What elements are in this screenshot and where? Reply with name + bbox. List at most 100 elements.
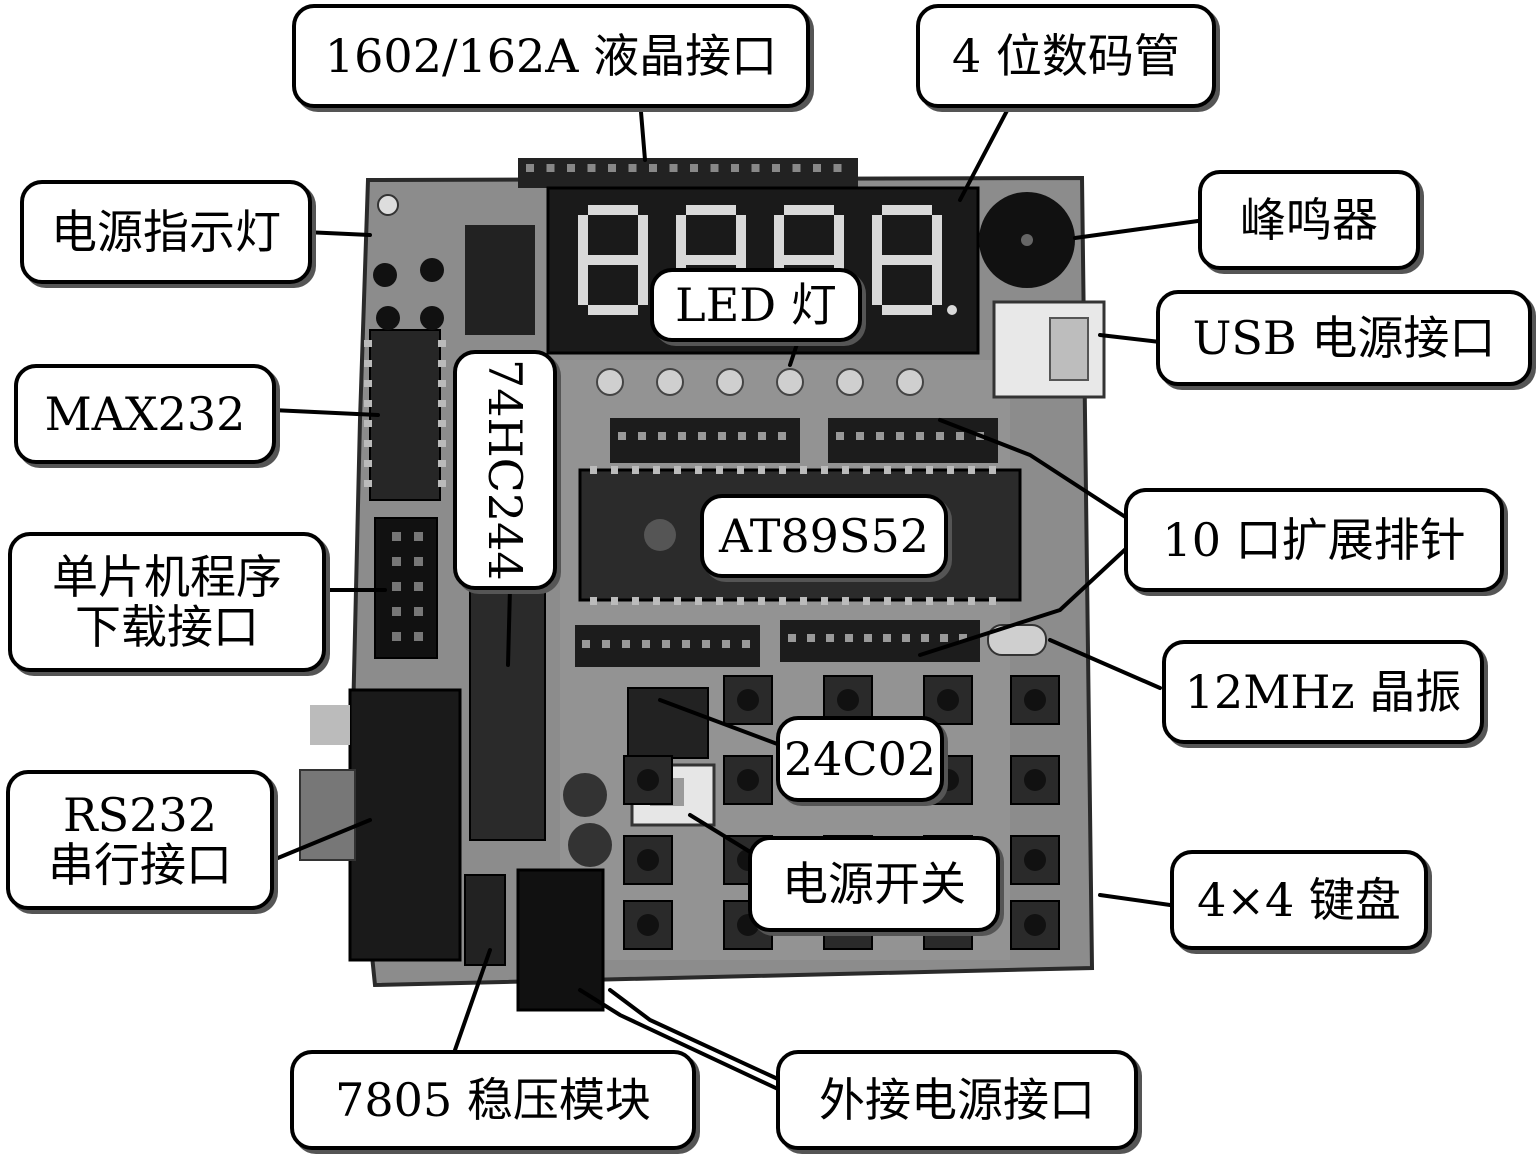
header-pin <box>698 432 706 440</box>
mcu-pin <box>716 466 723 474</box>
mcu-pin <box>653 597 660 605</box>
lcd-pin <box>751 164 760 172</box>
header-pin <box>738 432 746 440</box>
mcu-pin <box>653 466 660 474</box>
cap-1 <box>563 773 607 817</box>
mcu-pin <box>737 597 744 605</box>
header-pin <box>414 632 423 641</box>
header-pin <box>658 432 666 440</box>
ic-pin <box>364 360 372 367</box>
keypad-button <box>1010 675 1060 725</box>
ic-pin <box>364 480 372 487</box>
label-rs232-line1: RS232 <box>63 788 217 842</box>
ic-pin <box>364 380 372 387</box>
header-pin <box>622 640 630 648</box>
header-pin <box>921 634 929 642</box>
mcu-pin <box>968 466 975 474</box>
header-pin <box>959 634 967 642</box>
label-usb-power: USB 电源接口 <box>1156 290 1532 386</box>
lcd-pin <box>690 164 698 172</box>
mcu-pin <box>716 597 723 605</box>
lcd-pin <box>649 164 657 172</box>
mcu-pin <box>968 597 975 605</box>
mcu-pin <box>926 597 933 605</box>
mcu-pin <box>821 466 828 474</box>
header-pin <box>618 432 626 440</box>
mcu-pin <box>842 597 849 605</box>
label-expansion-header: 10 口扩展排针 <box>1124 488 1504 592</box>
mcu-pin <box>695 466 702 474</box>
mcu-pin <box>926 466 933 474</box>
header-pin <box>702 640 710 648</box>
ic-pin <box>364 440 372 447</box>
ic-pin <box>364 420 372 427</box>
lcd-pin <box>628 164 637 172</box>
ic-pin <box>438 380 446 387</box>
mcu-pin <box>989 597 996 605</box>
header-pin <box>414 607 423 616</box>
mcu-pin <box>632 597 639 605</box>
keypad-button <box>1010 835 1060 885</box>
label-max232: MAX232 <box>14 364 276 464</box>
header-pin <box>836 432 844 440</box>
lcd-pin <box>833 164 842 172</box>
lcd-pin <box>526 164 534 172</box>
header-pin <box>392 632 401 641</box>
download-header <box>374 517 438 659</box>
label-external-power: 外接电源接口 <box>776 1050 1138 1150</box>
keypad-button <box>623 900 673 950</box>
header-pin <box>392 532 401 541</box>
header-pin <box>414 557 423 566</box>
label-download-port: 单片机程序 下载接口 <box>8 532 326 672</box>
label-regulator: 7805 稳压模块 <box>290 1050 696 1150</box>
header-pin <box>392 607 401 616</box>
header-pin <box>864 634 872 642</box>
keypad-button <box>1010 900 1060 950</box>
label-led: LED 灯 <box>650 268 862 342</box>
ic-pin <box>438 460 446 467</box>
header-pin <box>940 634 948 642</box>
label-download-port-line2: 下载接口 <box>75 600 259 654</box>
mcu-pin <box>590 597 597 605</box>
label-rs232: RS232 串行接口 <box>6 770 274 910</box>
header-pin <box>902 634 910 642</box>
label-mcu: AT89S52 <box>700 494 948 578</box>
header-pin <box>826 634 834 642</box>
led <box>656 368 684 396</box>
header-pin <box>392 557 401 566</box>
header-pin <box>778 432 786 440</box>
lcd-pin <box>546 164 555 172</box>
lcd-pin <box>567 164 575 172</box>
mcu-pin <box>674 597 681 605</box>
lcd-pin <box>731 164 739 172</box>
label-lcd-interface: 1602/162A 液晶接口 <box>292 4 810 108</box>
header-pin <box>638 432 646 440</box>
header-pin <box>807 634 815 642</box>
keypad-button <box>723 675 773 725</box>
db9-connector <box>299 688 462 962</box>
mcu-pin <box>800 597 807 605</box>
mcu-pin <box>779 597 786 605</box>
header-pin <box>682 640 690 648</box>
max232-chip <box>364 329 446 501</box>
ic-pin <box>364 340 372 347</box>
header-pin <box>876 432 884 440</box>
header-pin <box>414 582 423 591</box>
regulator-part <box>464 874 506 966</box>
header-pin <box>845 634 853 642</box>
mcu-pin <box>632 466 639 474</box>
mcu-pin <box>758 597 765 605</box>
led <box>776 368 804 396</box>
mcu-pin <box>884 466 891 474</box>
header-pin <box>916 432 924 440</box>
label-rs232-line2: 串行接口 <box>48 838 232 892</box>
mcu-pin <box>863 466 870 474</box>
lcd-header <box>518 158 858 188</box>
usb-port <box>992 300 1106 399</box>
ic-pin <box>438 340 446 347</box>
header-pin <box>742 640 750 648</box>
lcd-pin <box>587 164 596 172</box>
capacitors-top-left <box>373 194 444 330</box>
mcu-pin <box>863 597 870 605</box>
led <box>596 368 624 396</box>
